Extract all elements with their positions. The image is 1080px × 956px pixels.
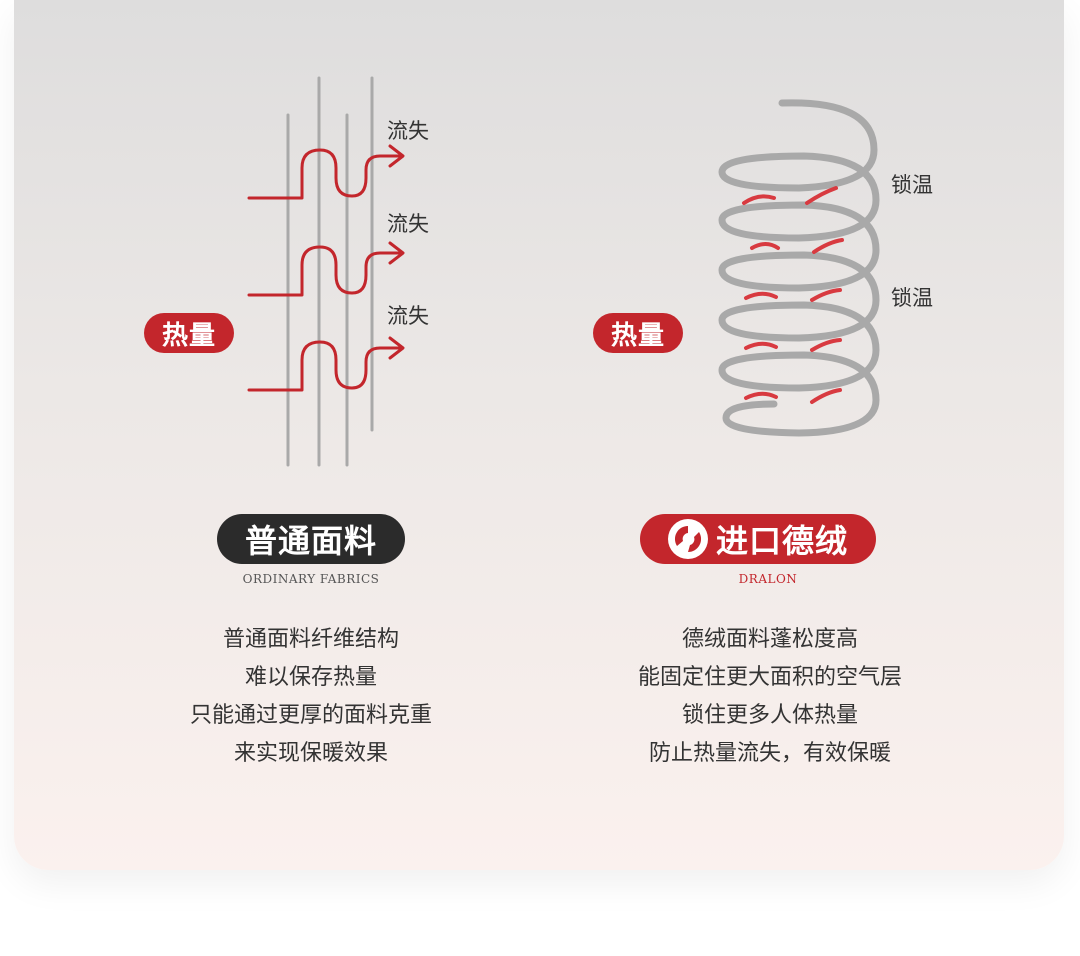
fiber-heat-loss-diagram bbox=[247, 76, 880, 467]
comparison-card: 热量 流失 流失 流失 热量 锁温 锁温 普通面料 ORDINARY FABRI… bbox=[14, 0, 1064, 870]
dralon-title-text: 进口德绒 bbox=[715, 522, 848, 560]
spring-coil-heat-lock-diagram bbox=[718, 99, 880, 437]
lock-label: 锁温 bbox=[891, 173, 933, 197]
description-line: 普通面料纤维结构 bbox=[222, 627, 399, 652]
heat-badge-left: 热量 bbox=[144, 313, 234, 353]
ordinary-fabrics-subtitle: ORDINARY FABRICS bbox=[242, 572, 380, 586]
ordinary-fabrics-title: 普通面料 bbox=[217, 514, 405, 564]
loss-label: 流失 bbox=[387, 119, 429, 143]
heat-lock-arrows bbox=[742, 186, 844, 404]
loss-label: 流失 bbox=[387, 212, 429, 236]
dralon-logo-icon bbox=[667, 519, 708, 559]
description-line: 能固定住更大面积的空气层 bbox=[637, 665, 902, 690]
description-line: 难以保存热量 bbox=[244, 665, 377, 690]
description-line: 锁住更多人体热量 bbox=[681, 703, 858, 728]
dralon-description: 德绒面料蓬松度高 能固定住更大面积的空气层 锁住更多人体热量 防止热量流失，有效… bbox=[560, 621, 980, 773]
lock-label: 锁温 bbox=[891, 286, 933, 310]
description-line: 德绒面料蓬松度高 bbox=[681, 627, 858, 652]
ordinary-fabrics-title-text: 普通面料 bbox=[244, 522, 377, 560]
dralon-title: 进口德绒 bbox=[640, 514, 876, 564]
ordinary-fabrics-description: 普通面料纤维结构 难以保存热量 只能通过更厚的面料克重 来实现保暖效果 bbox=[101, 621, 521, 773]
heat-badge-right: 热量 bbox=[593, 313, 683, 353]
loss-label: 流失 bbox=[387, 304, 429, 328]
description-line: 防止热量流失，有效保暖 bbox=[648, 741, 891, 766]
description-line: 只能通过更厚的面料克重 bbox=[189, 703, 432, 728]
dralon-subtitle: DRALON bbox=[738, 572, 798, 586]
heat-loss-arrows bbox=[247, 144, 405, 392]
description-line: 来实现保暖效果 bbox=[233, 741, 388, 766]
